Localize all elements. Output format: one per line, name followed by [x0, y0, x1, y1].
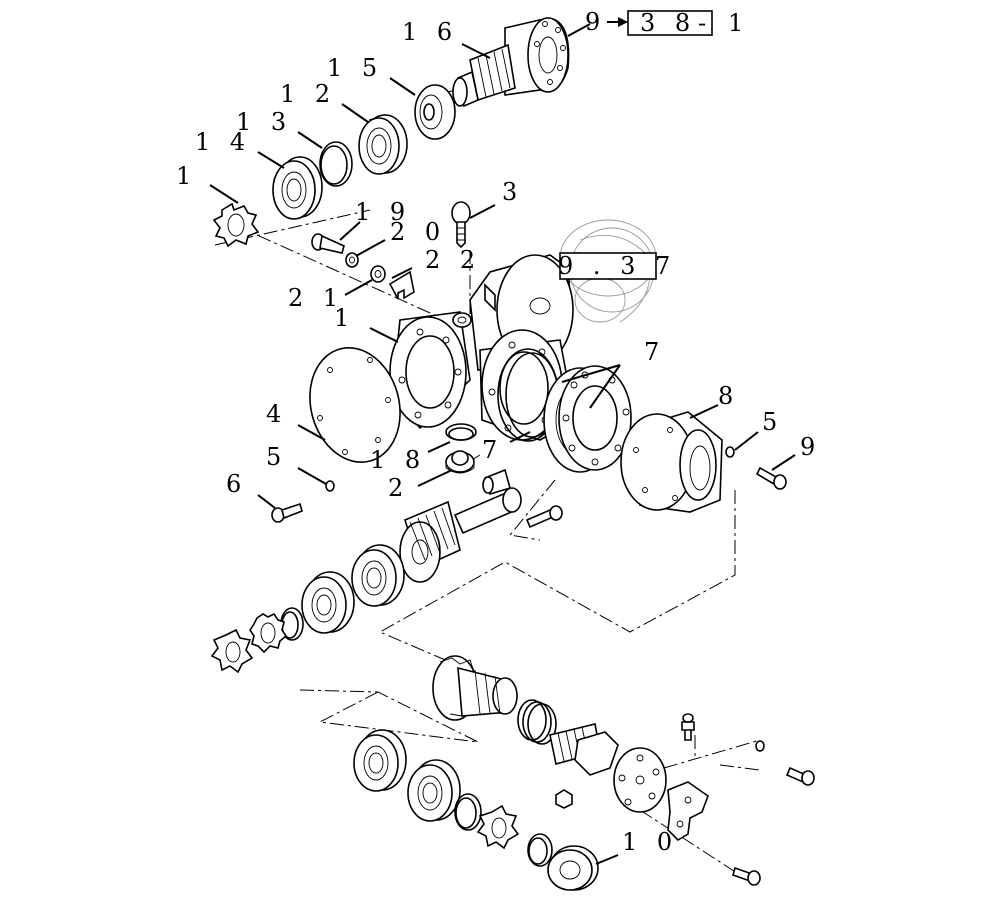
- washer-5-right: [725, 446, 735, 458]
- nut-small: [555, 789, 573, 809]
- grease-fitting: [681, 713, 695, 741]
- lower-lock-nut: [476, 804, 520, 850]
- washer-5-left: [325, 480, 335, 492]
- lower-right-bolt-top: [755, 740, 815, 786]
- lower-small-ring: [527, 833, 553, 867]
- bearing-15: [414, 84, 456, 140]
- snap-ring-pair: [517, 699, 557, 745]
- callout-6: 6: [226, 470, 247, 498]
- callout-5-left: 5: [266, 443, 287, 471]
- ref1-separator: -: [698, 9, 712, 37]
- assembly-lines: [214, 89, 761, 876]
- lower-bearing-1: [353, 729, 407, 792]
- reference-38-1: 9 3 8 - 1: [585, 8, 749, 37]
- callout-18: 1 8: [370, 446, 426, 474]
- callout-12: 1 2: [280, 80, 336, 108]
- callout-8: 8: [718, 382, 739, 410]
- callout-3: 3: [502, 178, 523, 206]
- callout-7-top: 7: [644, 338, 665, 366]
- lock-nut-1: [212, 202, 260, 248]
- callout-1-housing: 1: [334, 304, 355, 332]
- bevel-gear: [432, 655, 518, 721]
- lever-plate-10: [667, 781, 709, 842]
- breather-3: [451, 201, 471, 249]
- callout-numbers: 1 6 1 5 1 2 1 3 1 4 1 3 1 9 2 0 2 2 2 1 …: [176, 18, 821, 856]
- callout-19: 1 9: [355, 198, 411, 226]
- leader-lines: [209, 23, 796, 865]
- pinion-lock-nut: [210, 628, 254, 674]
- splined-shaft: [549, 723, 619, 776]
- pinion-bearing-2: [301, 571, 355, 634]
- callout-4: 4: [266, 400, 287, 428]
- callout-14: 1 4: [195, 128, 251, 156]
- ref1-prefix: 9: [585, 8, 606, 36]
- callout-9: 9: [800, 433, 821, 461]
- callout-16: 1 6: [402, 18, 458, 46]
- lower-bearing-2: [407, 759, 461, 822]
- pinion-bearing-1: [351, 544, 405, 607]
- cover-8: [620, 411, 723, 513]
- ref2-box-text: 9 . 3 7: [558, 252, 676, 280]
- o-ring-18: [445, 423, 477, 441]
- reference-9-37: 9 . 3 7: [558, 252, 676, 280]
- drain-plug-2: [445, 450, 475, 474]
- pinion-shaft-bolt: [525, 505, 563, 529]
- bearing-12: [358, 114, 408, 175]
- bearing-14: [272, 156, 323, 220]
- ref1-suffix: 1: [728, 9, 749, 37]
- snap-ring-13: [319, 141, 353, 187]
- callout-10: 1 0: [622, 828, 678, 856]
- side-plate-4: [309, 347, 401, 463]
- pinion-gear: [399, 468, 522, 583]
- bolt-6: [271, 502, 303, 523]
- washer-21: [370, 265, 386, 283]
- bolt-19: [311, 233, 345, 254]
- callout-7-bottom: 7: [482, 436, 503, 464]
- washer-20: [345, 252, 359, 268]
- flange-plate: [613, 747, 667, 813]
- lower-ring: [454, 793, 482, 831]
- callout-2: 2: [388, 474, 409, 502]
- lock-plate-22: [388, 270, 415, 300]
- callout-21: 2 1: [288, 284, 344, 312]
- callout-13: 1 3: [236, 108, 292, 136]
- lower-right-bolt-bottom: [732, 866, 761, 886]
- callout-22: 2 2: [425, 246, 481, 274]
- callout-5-right: 5: [762, 408, 783, 436]
- input-shaft: [452, 17, 570, 108]
- lower-seal: [547, 845, 599, 891]
- ref1-box-text: 3 8: [640, 9, 696, 37]
- callout-15: 1 5: [327, 54, 383, 82]
- callout-20: 2 0: [390, 218, 446, 246]
- pinion-lock-washer: [249, 612, 288, 654]
- bolt-9: [755, 466, 787, 490]
- callout-1-top: 1: [176, 162, 197, 190]
- gearbox-housing: [389, 254, 576, 441]
- shim-flange-7: [543, 365, 632, 473]
